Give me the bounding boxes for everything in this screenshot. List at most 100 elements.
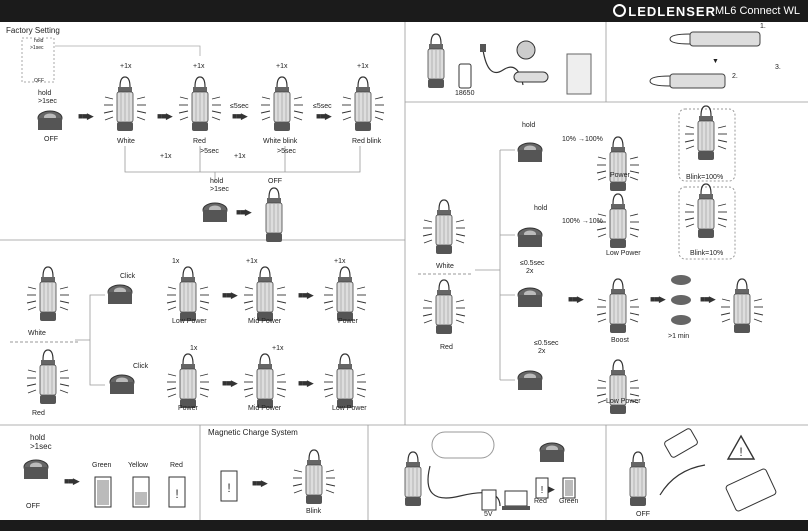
right-top-icon-b [517, 227, 543, 248]
factory-gt5-a: >5sec [200, 148, 219, 155]
modes-one-a: 1x [172, 258, 180, 265]
charge-connector-callout [431, 431, 495, 459]
modes-lantern-power-a [323, 266, 367, 322]
modes-lantern-low-b [323, 353, 367, 409]
magnetic-blink: Blink [306, 508, 322, 515]
arrow-icon: ▶ [548, 484, 555, 494]
power-adapter-icon [481, 489, 497, 511]
factory-gt5-b: >5sec [277, 148, 296, 155]
right-label-blink100: Blink=100% [686, 174, 724, 181]
factory-off-2: OFF [268, 178, 282, 185]
modes-top-icon-a [107, 284, 133, 305]
battery-red: Red [170, 462, 183, 469]
factory-sec5-b: ≤5sec [313, 103, 332, 110]
factory-label-red: Red [193, 138, 206, 145]
modes-plus1-b: +1x [334, 258, 346, 265]
right-lantern-white [422, 199, 466, 255]
modes-click-a: Click [120, 273, 136, 280]
right-two-a: 2x [526, 268, 534, 275]
arrow-icon: ■■▶ [252, 478, 268, 488]
right-blink-box-b [678, 183, 736, 260]
right-divider [418, 273, 473, 275]
factory-plus1-e: +1x [160, 153, 172, 160]
modes-label-mid-a: Mid Power [248, 318, 282, 325]
battery-icon [458, 63, 472, 89]
modes-label-power-b: Power [178, 405, 198, 412]
right-top-icon-c [517, 287, 543, 308]
factory-plus1-b: +1x [193, 63, 205, 70]
arrow-icon: ■■▶ [222, 290, 238, 300]
right-sec05-a: ≤0.5sec [520, 260, 545, 267]
modes-divider [10, 341, 80, 343]
right-lantern-low [596, 193, 640, 249]
attach-step2: 2. [732, 73, 738, 80]
magnetic-battery-icon: ! [220, 470, 238, 502]
right-top-icon-d [517, 370, 543, 391]
pouch-icon [566, 53, 592, 95]
laptop-icon [502, 490, 530, 510]
usb-cable [659, 464, 706, 496]
factory-sec5-a: ≤5sec [230, 103, 249, 110]
modes-label-red: Red [32, 410, 45, 417]
modes-plus1-a: +1x [246, 258, 258, 265]
header-bar: LEDLENSER ML6 Connect WL [0, 0, 808, 22]
right-top-icon-a [517, 142, 543, 163]
carabiner-icon [513, 71, 549, 83]
svg-text:!: ! [739, 445, 742, 459]
right-up: 10% →100% [562, 136, 603, 143]
right-lantern-low-2 [596, 359, 640, 415]
factory-off: OFF [44, 136, 58, 143]
factory-lantern-red-blink [341, 76, 385, 132]
factory-lantern-off [265, 187, 283, 243]
modes-top-icon-b [109, 374, 135, 395]
modes-lantern-red [26, 349, 70, 405]
arrow-icon: ■■▶ [650, 294, 666, 304]
arrow-icon: ■■▶ [700, 294, 716, 304]
modes-lantern-power-b [166, 353, 210, 409]
factory-hold-small-icon [21, 37, 55, 83]
factory-plus1-f: +1x [234, 153, 246, 160]
ledlenser-logo-icon [613, 4, 626, 17]
charge-5v: 5V [484, 511, 493, 518]
footer-bar [0, 520, 808, 531]
modes-label-mid-b: Mid Power [248, 405, 282, 412]
arrow-icon: ■■▶ [298, 378, 314, 388]
svg-text:!: ! [175, 487, 178, 501]
modes-lantern-low-a [166, 266, 210, 322]
battery-full-icon [94, 476, 112, 508]
right-label-low-2: Low Power [606, 398, 641, 405]
factory-connector-line [55, 45, 201, 56]
magnetic-lantern [292, 449, 336, 505]
svg-text:!: ! [541, 485, 544, 496]
modes-lantern-white [26, 266, 70, 322]
right-sec05-b: ≤0.5sec [534, 340, 559, 347]
arrow-icon: ■■▶ [236, 207, 252, 217]
modes-label-power-a: Power [338, 318, 358, 325]
model-name: ML6 Connect WL [715, 5, 800, 17]
battery-yellow: Yellow [128, 462, 148, 469]
charge-battery-low-icon: ! [535, 477, 549, 499]
arrow-icon: ■■▶ [78, 111, 94, 121]
factory-sec-2: >1sec [210, 186, 229, 193]
modes-lantern-mid-a [243, 266, 287, 322]
modes-label-low-a: Low Power [172, 318, 207, 325]
clip-icon [516, 40, 536, 60]
attach-step1: 1. [760, 23, 766, 30]
modes-label-low-b: Low Power [332, 405, 367, 412]
arrow-icon: ■■▶ [222, 378, 238, 388]
charge-top-icon [539, 442, 565, 463]
battery-top-icon [23, 459, 49, 480]
arrow-icon: ■■▶ [316, 111, 332, 121]
charge-green: Green [559, 498, 579, 505]
box-battery-label: 18650 [455, 90, 475, 97]
modes-plus1-c: +1x [272, 345, 284, 352]
box-lantern [427, 33, 445, 89]
svg-text:!: ! [227, 481, 230, 495]
factory-hold-2: hold [210, 178, 224, 185]
right-min1: >1 min [668, 333, 690, 340]
modes-one-b: 1x [190, 345, 198, 352]
battery-hold: hold [30, 433, 46, 442]
factory-off-small: OFF [34, 78, 44, 84]
attach-step3: 3. [775, 64, 781, 71]
usb-lantern [629, 451, 647, 507]
